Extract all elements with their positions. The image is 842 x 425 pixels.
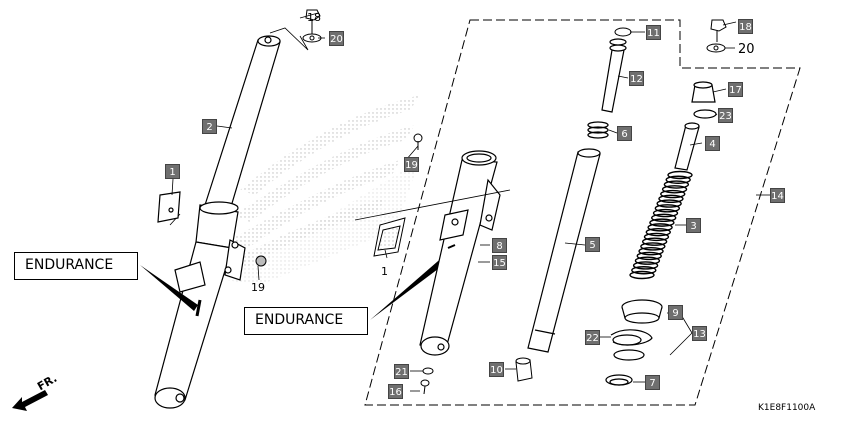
clip-part-22 — [610, 329, 653, 346]
assembly-outline — [364, 19, 801, 406]
spring-coil — [643, 232, 670, 242]
spring-coil — [631, 266, 657, 275]
callout-19-plain: 19 — [251, 281, 265, 294]
callout-7: 7 — [645, 375, 660, 390]
callout-23: 23 — [718, 108, 733, 123]
callout-6: 6 — [617, 126, 632, 141]
callout-2: 2 — [202, 119, 217, 134]
front-arrow-icon — [12, 390, 48, 411]
rebound-spring-part-6 — [587, 121, 609, 139]
callout-10: 10 — [489, 362, 504, 377]
callout-4: 4 — [705, 136, 720, 151]
callout-17: 17 — [728, 82, 743, 97]
callout-18b: 18 — [738, 19, 753, 34]
callout-18-plain: 18 — [307, 11, 321, 24]
callout-8: 8 — [492, 238, 507, 253]
callout-20: 20 — [329, 31, 344, 46]
spring-coil — [634, 256, 661, 265]
washer-part-11 — [614, 27, 632, 37]
spring-coil — [651, 213, 677, 223]
callout-16: 16 — [388, 384, 403, 399]
bolt-19-left — [255, 255, 267, 267]
callout-19: 19 — [404, 157, 419, 172]
callout-20-plain: 20 — [738, 42, 755, 57]
endurance-label-left: ENDURANCE — [14, 252, 138, 280]
reflector-plate — [373, 217, 406, 257]
spring-coil — [660, 189, 686, 199]
damper-rod-part-12 — [601, 38, 627, 113]
callout-13: 13 — [692, 326, 707, 341]
spring-coil — [629, 270, 655, 280]
spring-coil — [649, 218, 675, 227]
spring-coil — [654, 204, 681, 213]
honda-wing-watermark — [225, 95, 420, 285]
oil-lock-part-10 — [515, 357, 533, 382]
diagram-code: K1E8F1100A — [758, 403, 816, 413]
top-bolt-left — [302, 9, 322, 43]
top-bolt-right — [706, 19, 727, 53]
dust-seal-part-7 — [605, 374, 633, 386]
spacer-part-4 — [674, 122, 700, 171]
spring-coil — [636, 251, 662, 261]
spring-coil — [632, 261, 659, 270]
callout-21: 21 — [394, 364, 409, 379]
spring-coil — [665, 175, 691, 184]
spring-coil — [638, 246, 664, 256]
fork-slider-part-8 — [419, 150, 501, 356]
callout-12: 12 — [629, 71, 644, 86]
callout-22: 22 — [585, 330, 600, 345]
callout-15: 15 — [492, 255, 507, 270]
oil-seal-part-13 — [612, 334, 645, 361]
spring-coil — [647, 223, 673, 232]
callout-3: 3 — [686, 218, 701, 233]
spring-coil — [661, 185, 688, 194]
callout-9: 9 — [668, 305, 683, 320]
spring-coil — [645, 227, 671, 237]
spring-coil — [652, 208, 679, 218]
callout-14: 14 — [770, 188, 785, 203]
callout-1-plain: 1 — [381, 265, 388, 278]
spring-coil — [663, 180, 690, 189]
fork-tube-part-5 — [527, 148, 601, 353]
left-fork-assembly — [154, 35, 281, 409]
endurance-label-right: ENDURANCE — [244, 307, 368, 335]
spring-coil — [658, 194, 684, 204]
fork-bolt-part-17 — [691, 81, 717, 119]
callout-5: 5 — [585, 237, 600, 252]
spring-coil — [667, 170, 693, 180]
spring-coil — [641, 237, 668, 246]
bolt-19-center — [413, 133, 423, 150]
spring-seat-part-9 — [621, 299, 663, 324]
spring-coil — [656, 199, 682, 208]
socket-bolt-part-16 — [420, 367, 434, 395]
callout-1: 1 — [165, 164, 180, 179]
fork-spring-part-3 — [629, 170, 693, 280]
spring-coil — [640, 242, 666, 251]
callout-11: 11 — [646, 25, 661, 40]
